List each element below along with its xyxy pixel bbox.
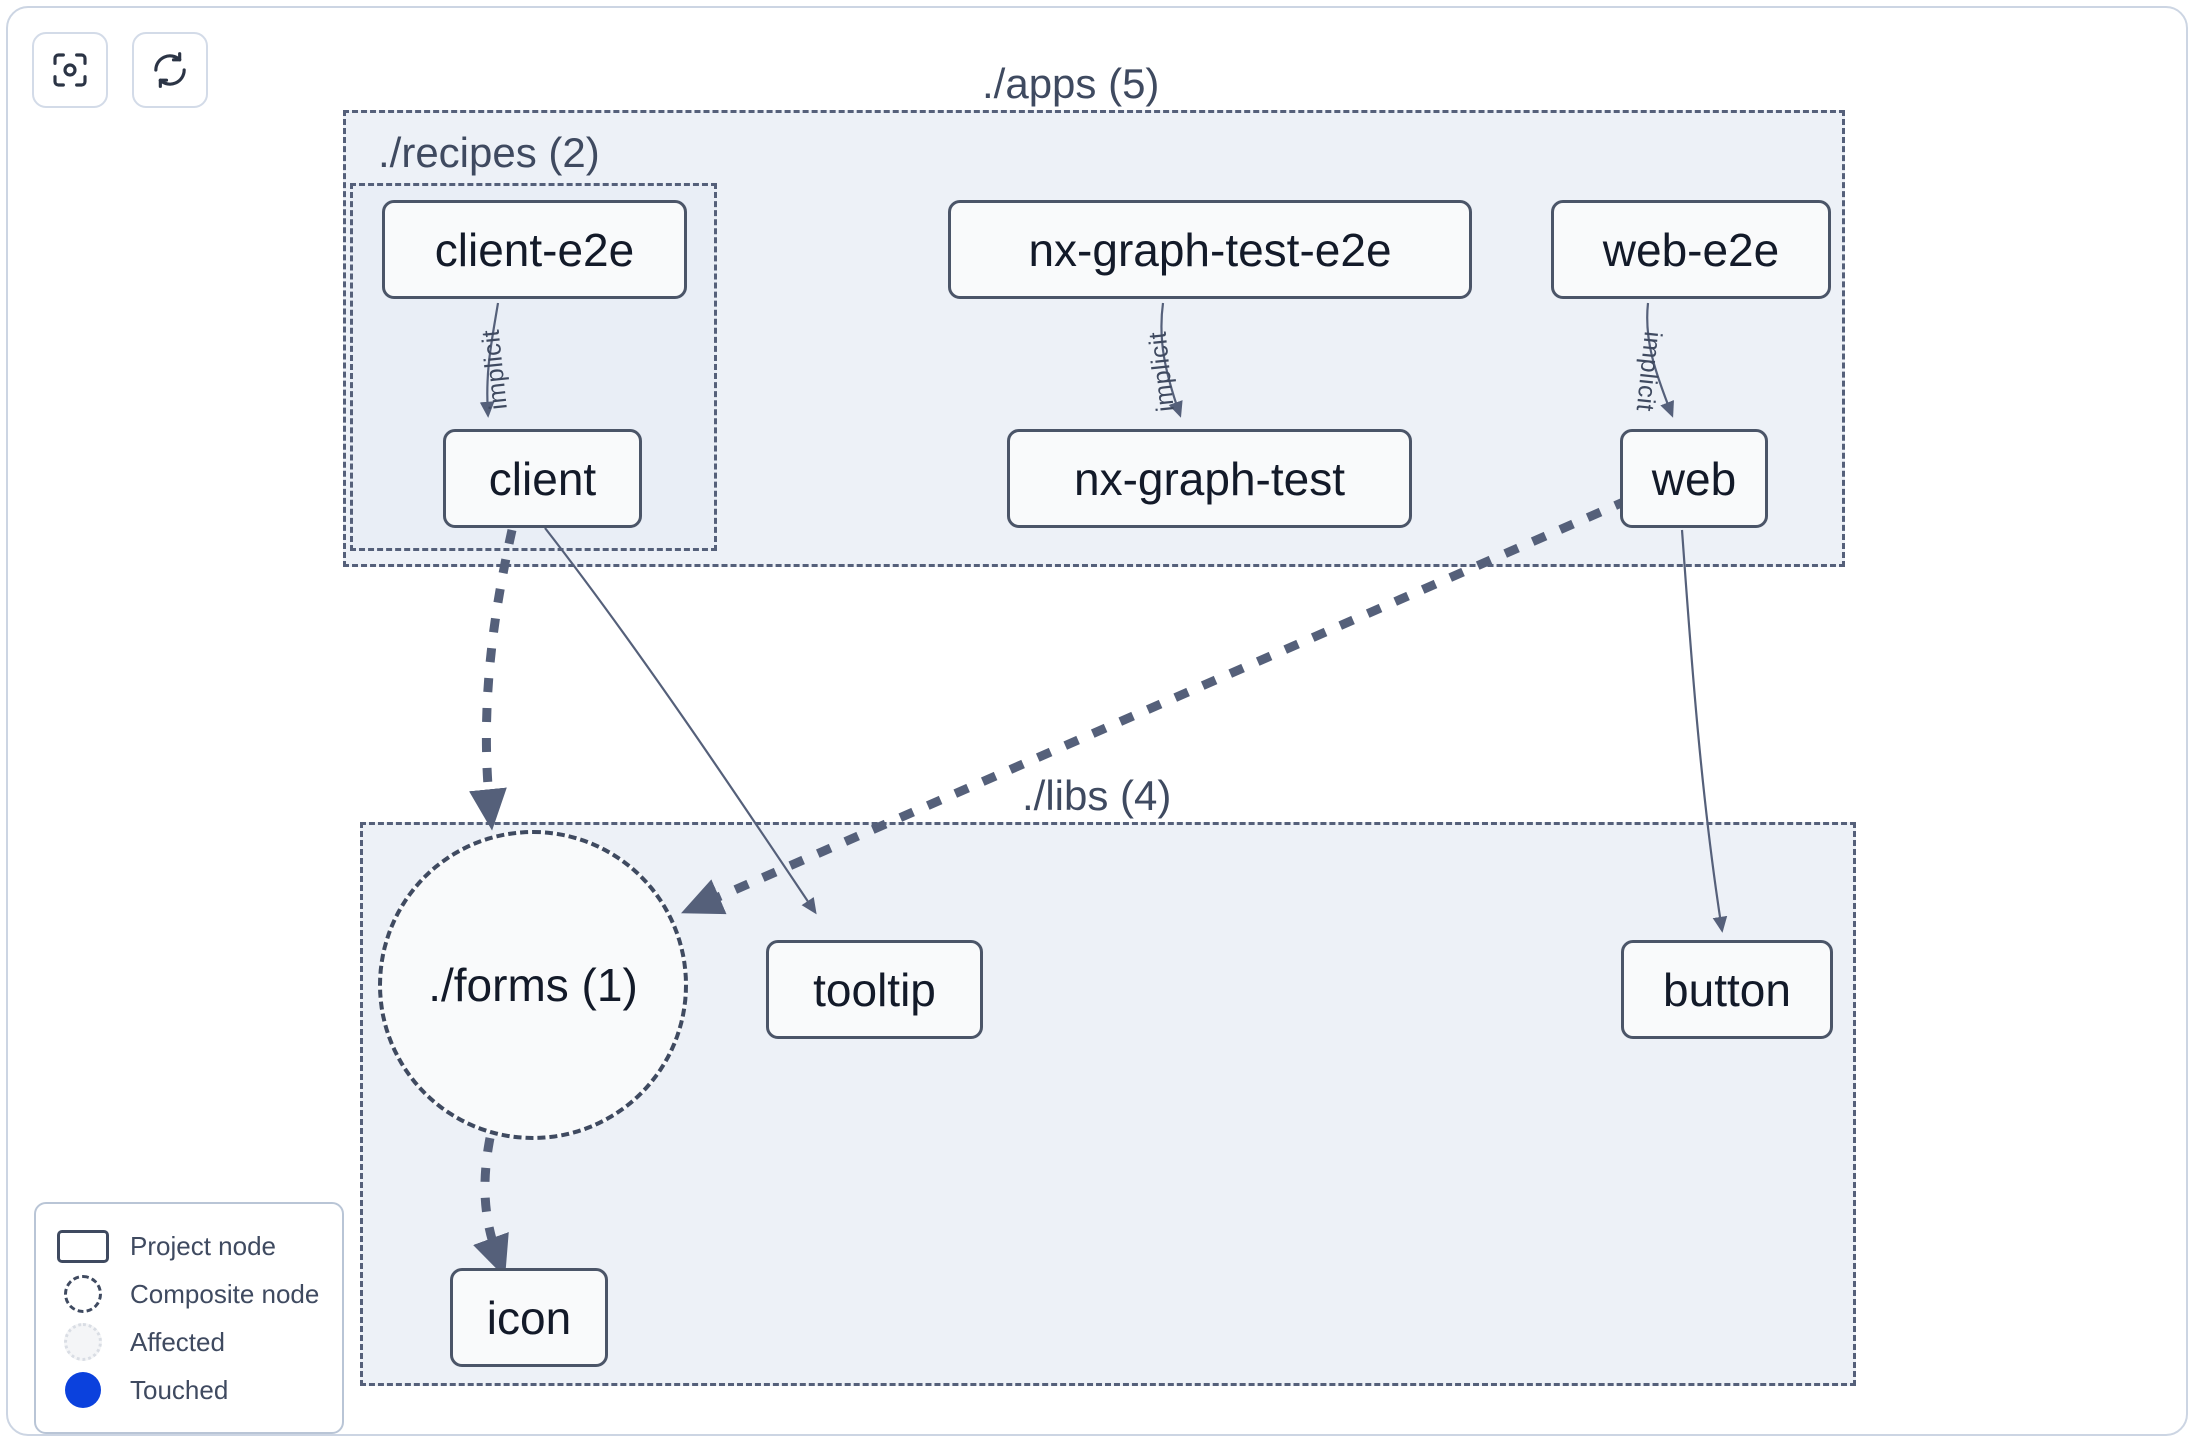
focus-graph-button[interactable]: [32, 32, 108, 108]
node-label: client-e2e: [434, 223, 635, 276]
node-web[interactable]: web: [1620, 429, 1768, 528]
legend-item-label: Composite node: [130, 1278, 320, 1309]
graph-legend: Project node Composite node Affected Tou…: [34, 1202, 344, 1434]
node-button[interactable]: button: [1621, 940, 1833, 1039]
node-label: button: [1663, 963, 1791, 1016]
node-label: client: [488, 452, 597, 505]
legend-item-project-node: Project node: [56, 1222, 322, 1270]
legend-item-touched: Touched: [56, 1366, 322, 1414]
focus-target-icon: [50, 50, 90, 90]
group-recipes-label: ./recipes (2): [378, 129, 600, 176]
composite-node-swatch: [56, 1275, 110, 1313]
touched-swatch: [56, 1372, 110, 1408]
legend-item-label: Project node: [130, 1230, 276, 1261]
node-client[interactable]: client: [443, 429, 642, 528]
node-icon[interactable]: icon: [450, 1268, 608, 1367]
node-label: icon: [486, 1291, 572, 1344]
node-label: nx-graph-test: [1073, 452, 1345, 505]
node-label: web-e2e: [1602, 223, 1780, 276]
node-label: ./forms (1): [428, 959, 638, 1011]
refresh-graph-button[interactable]: [132, 32, 208, 108]
legend-item-composite-node: Composite node: [56, 1270, 322, 1318]
affected-swatch: [56, 1323, 110, 1361]
node-nx-graph-test[interactable]: nx-graph-test: [1007, 429, 1412, 528]
refresh-icon: [150, 50, 190, 90]
node-tooltip[interactable]: tooltip: [766, 940, 983, 1039]
node-forms-composite[interactable]: ./forms (1): [378, 830, 688, 1140]
group-apps-label: ./apps (5): [968, 63, 1174, 105]
node-label: tooltip: [813, 963, 936, 1016]
node-web-e2e[interactable]: web-e2e: [1551, 200, 1831, 299]
node-client-e2e[interactable]: client-e2e: [382, 200, 687, 299]
legend-item-label: Affected: [130, 1326, 225, 1357]
node-nx-graph-test-e2e[interactable]: nx-graph-test-e2e: [948, 200, 1472, 299]
project-node-swatch: [56, 1229, 110, 1263]
legend-item-label: Touched: [130, 1374, 229, 1405]
group-libs-label: ./libs (4): [1008, 775, 1186, 817]
node-label: nx-graph-test-e2e: [1028, 223, 1392, 276]
node-label: web: [1651, 452, 1737, 505]
legend-item-affected: Affected: [56, 1318, 322, 1366]
graph-toolbar: [32, 32, 208, 108]
